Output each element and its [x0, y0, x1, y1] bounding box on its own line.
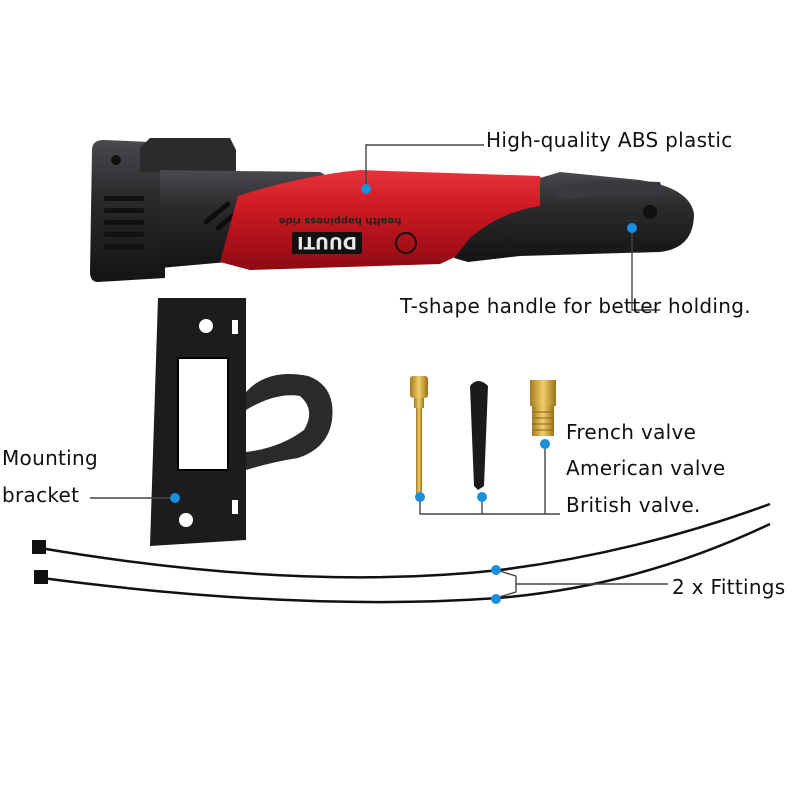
brass-adapter	[530, 380, 556, 436]
zip-tie-head	[34, 570, 48, 584]
handle-t-lever	[552, 180, 664, 200]
label-abs-plastic: High-quality ABS plastic	[486, 128, 733, 152]
bicycle-pump: DUUTI health happiness ride	[90, 138, 694, 282]
leader-lines	[90, 144, 668, 599]
marker-dots	[170, 184, 637, 604]
label-fittings: 2 x Fittings	[672, 575, 786, 599]
pump-head-ribs	[104, 196, 144, 249]
pump-brand: DUUTI	[297, 232, 357, 252]
needle-adapter	[410, 376, 428, 496]
label-american-valve: American valve	[566, 456, 726, 480]
valve-adapters	[410, 376, 556, 496]
label-british-valve: British valve.	[566, 493, 701, 517]
zip-ties	[39, 502, 771, 604]
marker-dot	[627, 223, 637, 233]
pump-head-lever	[140, 138, 236, 172]
marker-dot	[491, 594, 501, 604]
marker-dot	[477, 492, 487, 502]
mounting-bracket	[150, 298, 333, 546]
label-mounting: Mounting	[2, 446, 99, 470]
cone-adapter	[470, 381, 488, 490]
marker-dot	[415, 492, 425, 502]
label-bracket: bracket	[2, 483, 80, 507]
marker-dot	[361, 184, 371, 194]
bracket-clip	[246, 374, 333, 470]
label-french-valve: French valve	[566, 420, 697, 444]
pump-slogan: health happiness ride	[278, 215, 401, 226]
marker-dot	[491, 565, 501, 575]
marker-dot	[540, 439, 550, 449]
label-t-handle: T-shape handle for better holding.	[400, 294, 751, 318]
zip-tie-head	[32, 540, 46, 554]
marker-dot	[170, 493, 180, 503]
